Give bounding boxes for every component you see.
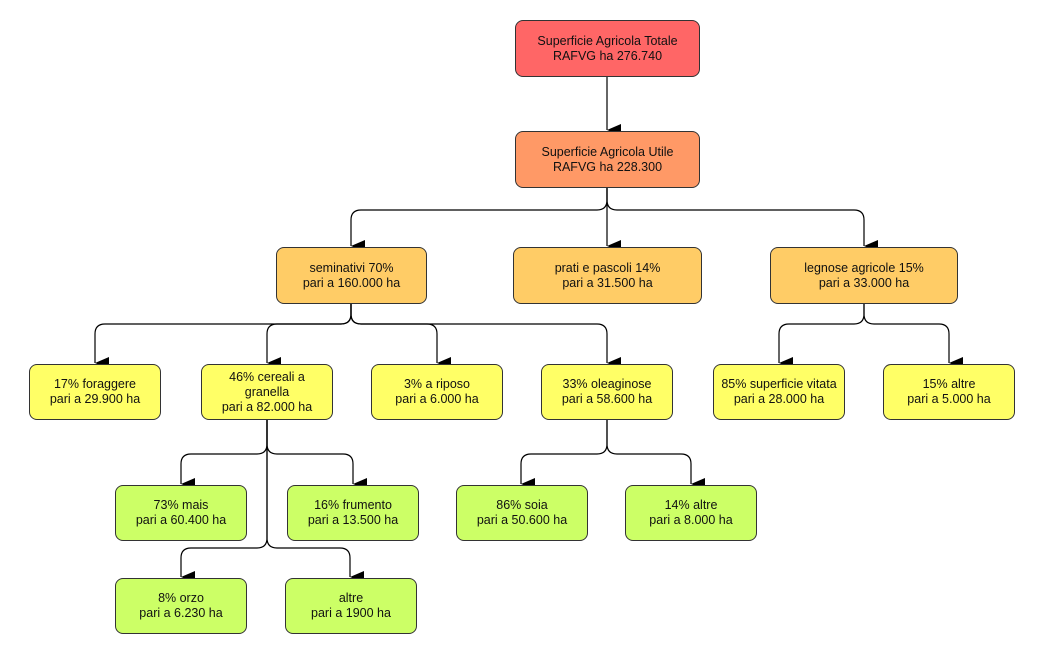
edge-cereali-altre [266, 420, 364, 583]
node-cereali-granella: 46% cereali a granella pari a 82.000 ha [201, 364, 333, 420]
node-label: 46% cereali a [229, 369, 305, 384]
node-value: pari a 58.600 ha [561, 392, 653, 406]
node-value: pari a 1900 ha [311, 606, 391, 620]
node-label: 85% superficie vitata [721, 377, 837, 391]
node-value: pari a 31.500 ha [562, 275, 653, 290]
node-value: pari a 60.400 ha [135, 513, 227, 527]
node-superficie-utile: Superficie Agricola Utile RAFVG ha 228.3… [515, 131, 700, 188]
edge-seminativi-oleaginose [350, 304, 621, 369]
node-value: pari a 29.900 ha [49, 392, 141, 406]
node-label: Superficie Agricola Utile [541, 144, 674, 159]
node-value: RAFVG ha 276.740 [552, 48, 663, 63]
node-value: pari a 8.000 ha [649, 513, 733, 527]
node-value: RAFVG ha 228.300 [552, 159, 663, 174]
edge-legnose-vitata [778, 304, 865, 369]
node-label: altre [338, 591, 364, 605]
edge-seminativi-riposo [350, 304, 451, 369]
node-label: 86% soia [496, 498, 548, 512]
node-riposo: 3% a riposo pari a 6.000 ha [371, 364, 503, 420]
node-label: 17% foraggere [53, 377, 136, 391]
edge-cereali-frumento [266, 420, 367, 490]
node-foraggere: 17% foraggere pari a 29.900 ha [29, 364, 161, 420]
node-altre-oleaginose: 14% altre pari a 8.000 ha [625, 485, 757, 541]
node-value: pari a 160.000 ha [302, 275, 401, 290]
node-prati-pascoli: prati e pascoli 14% pari a 31.500 ha [513, 247, 702, 304]
node-label-cont: granella [244, 384, 290, 399]
node-value: pari a 6.000 ha [395, 392, 479, 406]
node-label: 16% frumento [314, 498, 392, 512]
node-label: 15% altre [922, 377, 976, 391]
node-label: prati e pascoli 14% [554, 260, 661, 275]
node-soia: 86% soia pari a 50.600 ha [456, 485, 588, 541]
edge-utile-seminativi [350, 188, 608, 252]
node-seminativi: seminativi 70% pari a 160.000 ha [276, 247, 427, 304]
node-label: 33% oleaginose [562, 377, 652, 391]
node-altre-cereali: altre pari a 1900 ha [285, 578, 417, 634]
node-label: 14% altre [664, 498, 718, 512]
node-altre-legnose: 15% altre pari a 5.000 ha [883, 364, 1015, 420]
node-value: pari a 13.500 ha [307, 513, 399, 527]
node-label: 8% orzo [158, 591, 204, 605]
node-label: legnose agricole 15% [804, 260, 924, 275]
node-label: 73% mais [153, 498, 209, 512]
node-value: pari a 6.230 ha [139, 606, 223, 620]
node-label: seminativi 70% [309, 260, 394, 275]
node-label: Superficie Agricola Totale [537, 33, 678, 48]
node-value: pari a 5.000 ha [907, 392, 991, 406]
edge-cereali-orzo [180, 420, 268, 583]
node-frumento: 16% frumento pari a 13.500 ha [287, 485, 419, 541]
edge-utile-legnose [606, 188, 878, 252]
node-orzo: 8% orzo pari a 6.230 ha [115, 578, 247, 634]
edge-oleaginose-altre [606, 420, 705, 490]
edge-seminativi-cereali [266, 304, 352, 369]
node-superficie-vitata: 85% superficie vitata pari a 28.000 ha [713, 364, 845, 420]
edge-oleaginose-soia [520, 420, 608, 490]
node-value: pari a 33.000 ha [818, 275, 910, 290]
node-value: pari a 82.000 ha [221, 399, 313, 414]
node-oleaginose: 33% oleaginose pari a 58.600 ha [541, 364, 673, 420]
node-label: 3% a riposo [403, 377, 470, 391]
edge-seminativi-foraggere [94, 304, 352, 369]
node-superficie-totale: Superficie Agricola Totale RAFVG ha 276.… [515, 20, 700, 77]
node-value: pari a 50.600 ha [476, 513, 568, 527]
edge-cereali-mais [180, 420, 268, 490]
edge-legnose-altre [863, 304, 963, 369]
node-mais: 73% mais pari a 60.400 ha [115, 485, 247, 541]
node-legnose-agricole: legnose agricole 15% pari a 33.000 ha [770, 247, 958, 304]
node-value: pari a 28.000 ha [733, 392, 825, 406]
